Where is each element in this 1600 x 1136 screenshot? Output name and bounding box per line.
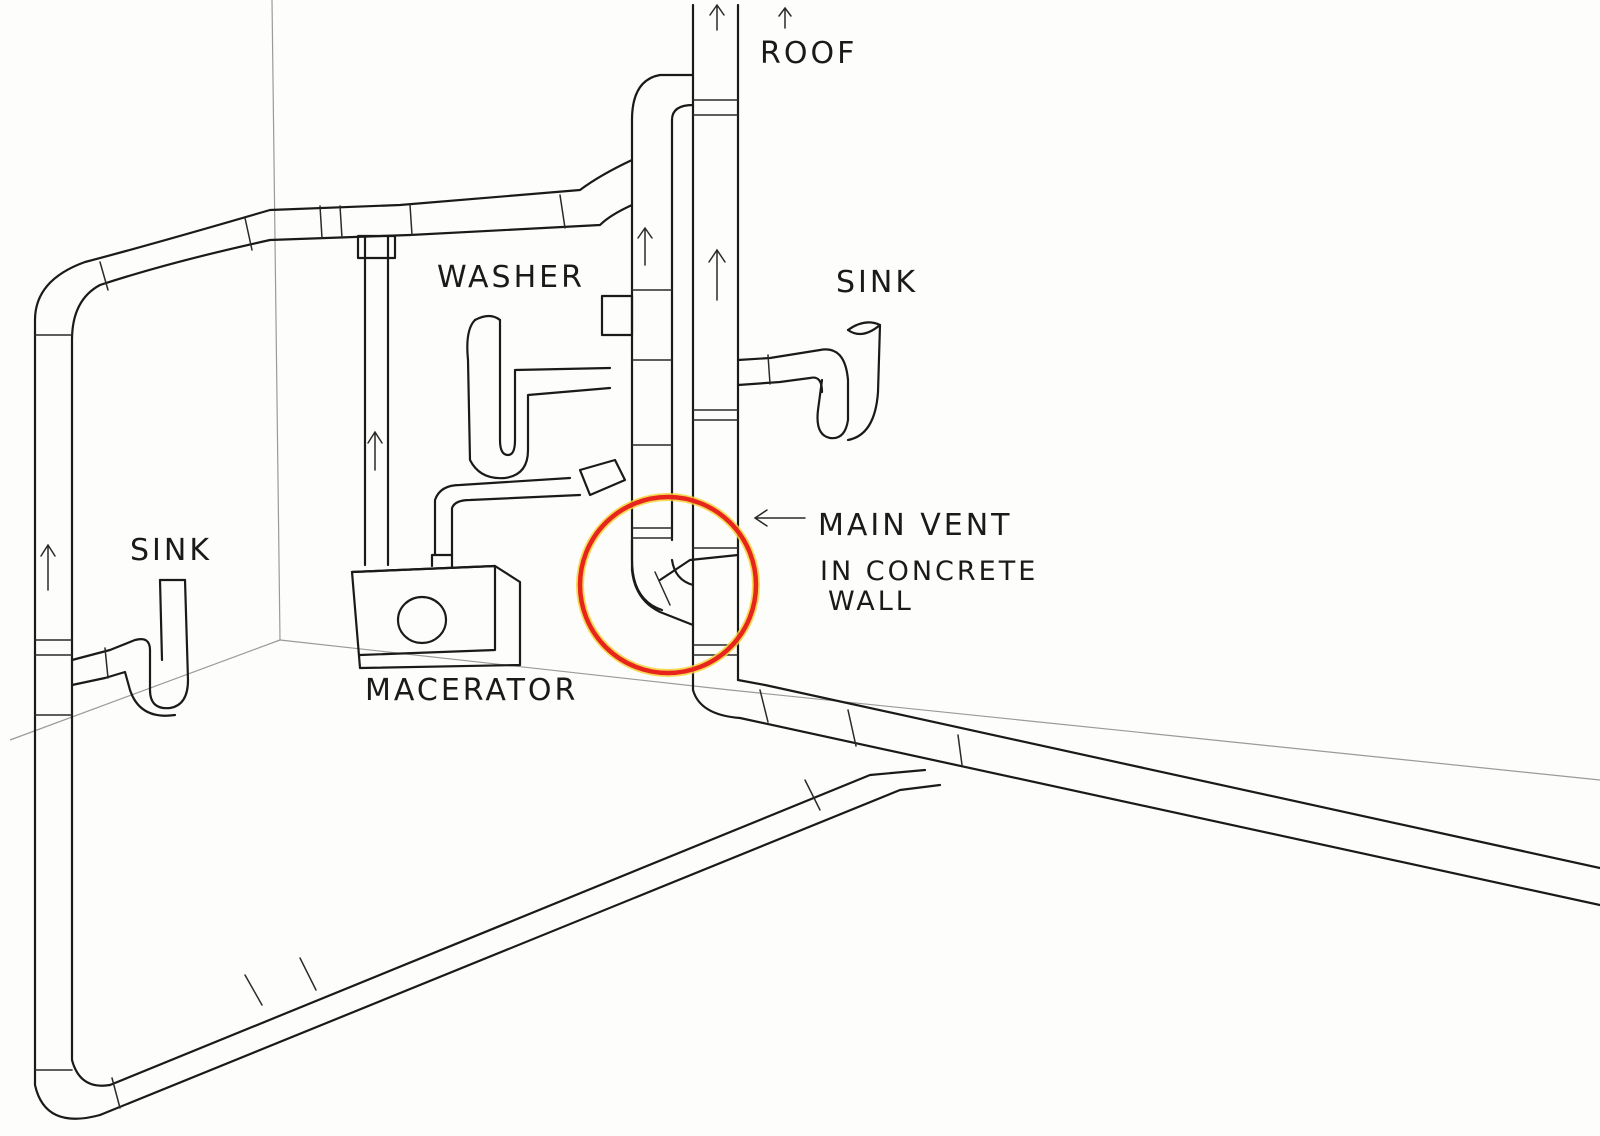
washer-standpipe (466, 294, 634, 497)
up-arrow-icon (708, 248, 726, 301)
flow-arrows (40, 3, 806, 591)
top-vent-branch (33, 158, 634, 1120)
left-sink-trap (70, 578, 190, 717)
secondary-stack (630, 73, 695, 612)
highlight-ring (576, 493, 760, 677)
macerator-label: MACERATOR (365, 673, 578, 708)
main-vent-stack (691, 3, 740, 692)
sink-left-label: SINK (130, 533, 212, 568)
right-sink-trap (736, 321, 882, 442)
washer-label: WASHER (437, 260, 585, 295)
up-arrow-icon (709, 3, 725, 31)
up-arrow-icon (778, 6, 792, 29)
up-arrow-icon (637, 226, 653, 266)
room-walls (9, 0, 1600, 781)
up-arrow-icon (40, 543, 56, 591)
macerator-unit (350, 476, 582, 670)
macerator-riser (356, 234, 397, 567)
floor-drain-lines (98, 678, 1600, 1117)
main-vent-label: MAIN VENT (818, 508, 1012, 543)
labels: ROOF WASHER SINK SINK MAIN VENT IN CONCR… (130, 36, 1038, 708)
sink-right-label: SINK (836, 265, 918, 300)
left-arrow-icon (753, 509, 806, 527)
roof-label: ROOF (760, 36, 857, 71)
up-arrow-icon (367, 430, 383, 471)
highlighted-elbow (630, 538, 740, 627)
wall-label: WALL (828, 586, 914, 617)
concrete-label: IN CONCRETE (820, 556, 1038, 587)
